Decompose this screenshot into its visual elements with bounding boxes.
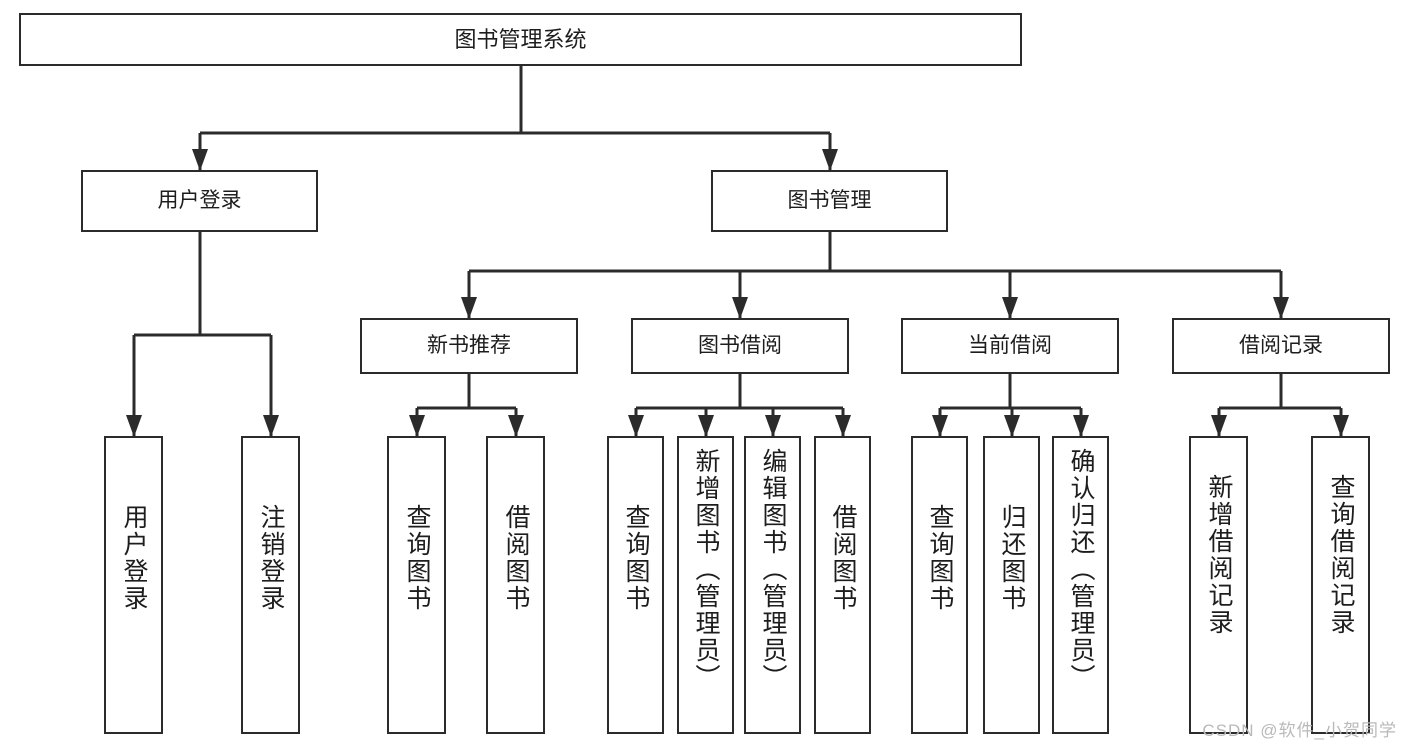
arrow-head-icon: [835, 415, 851, 437]
arrow-head-icon: [1333, 415, 1349, 437]
node-leaf-user-login[interactable]: 用户登录: [104, 436, 163, 734]
arrow-head-icon: [1004, 415, 1020, 437]
arrow-head-icon: [765, 415, 781, 437]
node-label: 查询图书: [622, 504, 650, 612]
arrow-head-icon: [126, 415, 142, 437]
arrow-head-icon: [1211, 415, 1227, 437]
node-label: 编辑图书（管理员）: [759, 448, 787, 691]
node-label: 查询图书: [926, 504, 954, 612]
arrow-head-icon: [263, 415, 279, 437]
node-label: 借阅图书: [829, 504, 857, 612]
node-book-manage[interactable]: 图书管理: [711, 170, 948, 232]
node-book-borrow[interactable]: 图书借阅: [631, 318, 849, 374]
node-label: 归还图书: [998, 504, 1026, 612]
arrow-head-icon: [732, 297, 748, 319]
node-label: 新增图书（管理员）: [692, 448, 720, 691]
node-leaf-edit-book[interactable]: 编辑图书（管理员）: [744, 436, 801, 734]
arrow-head-icon: [409, 415, 425, 437]
node-label: 新书推荐: [427, 333, 511, 357]
node-label: 查询借阅记录: [1327, 474, 1355, 636]
node-leaf-add-record[interactable]: 新增借阅记录: [1189, 436, 1248, 734]
node-label: 图书管理: [787, 188, 872, 212]
node-label: 借阅记录: [1239, 333, 1323, 357]
arrow-head-icon: [1273, 297, 1289, 319]
node-leaf-query-book-rec[interactable]: 查询图书: [387, 436, 446, 734]
node-label: 借阅图书: [502, 504, 530, 612]
node-leaf-confirm-return[interactable]: 确认归还（管理员）: [1052, 436, 1109, 734]
arrow-head-icon: [461, 297, 477, 319]
node-label: 用户登录: [157, 188, 242, 212]
arrow-head-icon: [1002, 297, 1018, 319]
node-leaf-query-book-cur[interactable]: 查询图书: [911, 436, 968, 734]
node-user-login[interactable]: 用户登录: [81, 170, 318, 232]
arrow-head-icon: [192, 149, 208, 171]
node-leaf-logout[interactable]: 注销登录: [241, 436, 300, 734]
node-borrow-record[interactable]: 借阅记录: [1172, 318, 1390, 374]
arrow-head-icon: [508, 415, 524, 437]
arrow-head-icon: [822, 149, 838, 171]
node-label: 当前借阅: [968, 333, 1052, 357]
node-current-borrow[interactable]: 当前借阅: [901, 318, 1119, 374]
node-leaf-add-book[interactable]: 新增图书（管理员）: [677, 436, 734, 734]
node-leaf-borrow-book[interactable]: 借阅图书: [814, 436, 871, 734]
node-leaf-return-book[interactable]: 归还图书: [983, 436, 1040, 734]
node-label: 确认归还（管理员）: [1067, 448, 1095, 691]
node-label: 用户登录: [120, 504, 148, 612]
node-new-book-recommend[interactable]: 新书推荐: [360, 318, 578, 374]
node-label: 新增借阅记录: [1205, 474, 1233, 636]
node-leaf-query-record[interactable]: 查询借阅记录: [1311, 436, 1370, 734]
node-leaf-borrow-book-rec[interactable]: 借阅图书: [486, 436, 545, 734]
node-leaf-query-book[interactable]: 查询图书: [607, 436, 664, 734]
arrow-head-icon: [628, 415, 644, 437]
node-label: 注销登录: [257, 504, 285, 612]
arrow-head-icon: [932, 415, 948, 437]
node-label: 图书借阅: [698, 333, 782, 357]
arrow-head-icon: [698, 415, 714, 437]
arrow-head-icon: [1073, 415, 1089, 437]
node-label: 查询图书: [403, 504, 431, 612]
node-label: 图书管理系统: [454, 26, 587, 52]
node-root[interactable]: 图书管理系统: [19, 13, 1022, 66]
